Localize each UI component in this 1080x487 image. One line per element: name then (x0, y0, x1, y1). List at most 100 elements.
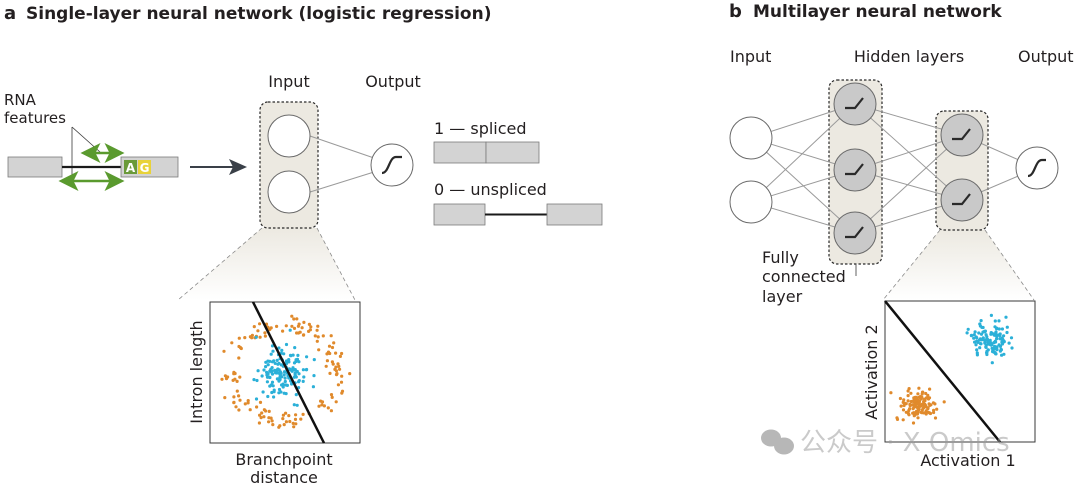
scatter-a-point-unspliced-ring (294, 422, 298, 426)
scatter-b-point-blue-cluster (993, 351, 997, 355)
scatter-a-point-spliced-center (279, 390, 283, 394)
scatter-b-point-blue-cluster (1005, 325, 1009, 329)
scatter-a-point-unspliced-ring (299, 417, 303, 421)
scatter-a-point-spliced-center (282, 370, 287, 374)
scatter-a-point-unspliced-ring (336, 362, 340, 366)
scatter-a-point-spliced-center (275, 358, 279, 362)
scatter-a-point-unspliced-ring (243, 336, 247, 340)
scatter-b-point-orange-cluster (942, 400, 946, 404)
panel-a: a Single-layer neural network (logistic … (4, 3, 603, 487)
scatter-a-point-unspliced-ring (316, 335, 320, 339)
scatter-b-point-blue-cluster (978, 342, 983, 346)
scatter-b-point-blue-cluster (978, 324, 983, 328)
scatter-a-point-spliced-center (293, 373, 297, 378)
relu-icon (952, 193, 971, 206)
scatter-b-point-orange-cluster (909, 391, 913, 395)
scatter-a-point-unspliced-ring (292, 326, 297, 330)
relu-icon (952, 128, 971, 141)
scatter-a-point-spliced-center (297, 360, 301, 364)
scatter-a-point-unspliced-ring (317, 348, 321, 352)
connection (309, 171, 375, 193)
scatter-a-point-unspliced-ring (308, 328, 312, 332)
scatter-b-point-blue-cluster (998, 337, 1002, 341)
hidden-2-neuron-2 (940, 178, 984, 222)
scatter-a-point-unspliced-ring (267, 409, 271, 413)
scatter-b-point-orange-cluster (899, 404, 903, 408)
scatter-a-point-unspliced-ring (262, 415, 266, 419)
scatter-b-point-blue-cluster (992, 333, 996, 337)
scatter-a-point-unspliced-ring (340, 351, 344, 356)
scatter-b-point-blue-cluster (983, 329, 988, 333)
scatter-b-point-orange-cluster (901, 408, 906, 412)
scatter-a-point-unspliced-ring (237, 394, 241, 398)
scatter-a-point-unspliced-ring (315, 339, 319, 343)
scatter-a-point-unspliced-ring (270, 419, 274, 423)
scatter-b-point-orange-cluster (920, 408, 925, 412)
scatter-b-point-orange-cluster (932, 410, 936, 415)
scatter-a-point-spliced-center (284, 342, 289, 347)
watermark-text: 公众号 · X Omics (800, 428, 1010, 458)
scatter-a-point-unspliced-ring (336, 383, 340, 387)
hidden-2-neuron-1 (940, 113, 984, 157)
scatter-b-ylabel: Activation 2 (862, 324, 881, 419)
scatter-b-point-orange-cluster (922, 397, 927, 401)
scatter-b-point-blue-cluster (965, 331, 969, 335)
scatter-a-point-unspliced-ring (317, 404, 321, 408)
scatter-a-point-spliced-center (273, 361, 277, 365)
scatter-a-point-unspliced-ring (248, 408, 252, 412)
scatter-a-point-unspliced-ring (319, 399, 323, 403)
scatter-a-point-unspliced-ring (325, 359, 329, 363)
scatter-b-point-blue-cluster (989, 313, 994, 317)
scatter-a-point-unspliced-ring (246, 401, 250, 405)
scatter-a-point-unspliced-ring (300, 326, 304, 330)
scatter-a-point-spliced-center (254, 397, 259, 401)
scatter-b-point-blue-cluster (977, 331, 981, 335)
scatter-b-point-orange-cluster (906, 389, 910, 393)
scatter-a-point-spliced-center (269, 383, 273, 387)
scatter-b-point-orange-cluster (906, 394, 910, 398)
scatter-b-point-orange-cluster (902, 398, 906, 402)
scatter-a-point-spliced-center (305, 355, 309, 359)
scatter-a-point-unspliced-ring (271, 423, 275, 427)
scatter-b-xlabel: Activation 1 (920, 451, 1015, 470)
scatter-a-point-unspliced-ring (281, 413, 285, 417)
scatter-a-point-unspliced-ring (232, 370, 236, 374)
scatter-a-point-unspliced-ring (275, 324, 279, 328)
panel-b-input-label: Input (730, 47, 771, 66)
scatter-a-point-spliced-center (271, 349, 275, 353)
scatter-a-point-unspliced-ring (348, 372, 352, 376)
scatter-b-point-orange-cluster (928, 403, 932, 407)
scatter-b-point-orange-cluster (917, 386, 921, 390)
scatter-a-point-spliced-center (277, 387, 282, 392)
scatter-a-point-spliced-center (277, 361, 281, 365)
zoom-wedge-b-right-edge (984, 229, 1035, 301)
scatter-a-point-unspliced-ring (329, 334, 333, 338)
scatter-a-point-unspliced-ring (288, 419, 292, 424)
scatter-a-point-unspliced-ring (259, 416, 263, 420)
scatter-a-point-spliced-center (279, 363, 283, 367)
scatter-a-point-unspliced-ring (258, 413, 262, 417)
scatter-a-point-spliced-center (262, 368, 266, 372)
scatter-a-decision-boundary (251, 301, 326, 444)
scatter-a-point-unspliced-ring (248, 335, 252, 339)
scatter-b-point-blue-cluster (1009, 336, 1014, 340)
panel-a-title: Single-layer neural network (logistic re… (26, 4, 491, 24)
scatter-a-point-unspliced-ring (238, 346, 243, 350)
scatter-b-point-orange-cluster (932, 408, 936, 412)
scatter-b-point-blue-cluster (988, 343, 993, 347)
scatter-b-point-blue-cluster (1010, 346, 1014, 350)
scatter-a-point-unspliced-ring (281, 417, 285, 421)
scatter-b-point-orange-cluster (918, 396, 922, 400)
scatter-a-point-unspliced-ring (291, 421, 295, 425)
acceptor-a-letter: A (126, 161, 136, 175)
scatter-a-point-unspliced-ring (294, 413, 298, 417)
scatter-a-point-spliced-center (277, 346, 281, 350)
connection (854, 134, 963, 234)
scatter-b-point-blue-cluster (984, 343, 988, 347)
scatter-a-point-unspliced-ring (334, 351, 338, 355)
scatter-b-point-orange-cluster (924, 410, 928, 414)
panel-a-letter: a (4, 3, 16, 24)
scatter-b-point-blue-cluster (979, 319, 983, 323)
scatter-a-point-unspliced-ring (293, 417, 298, 421)
scatter-a-point-spliced-center (285, 361, 289, 365)
